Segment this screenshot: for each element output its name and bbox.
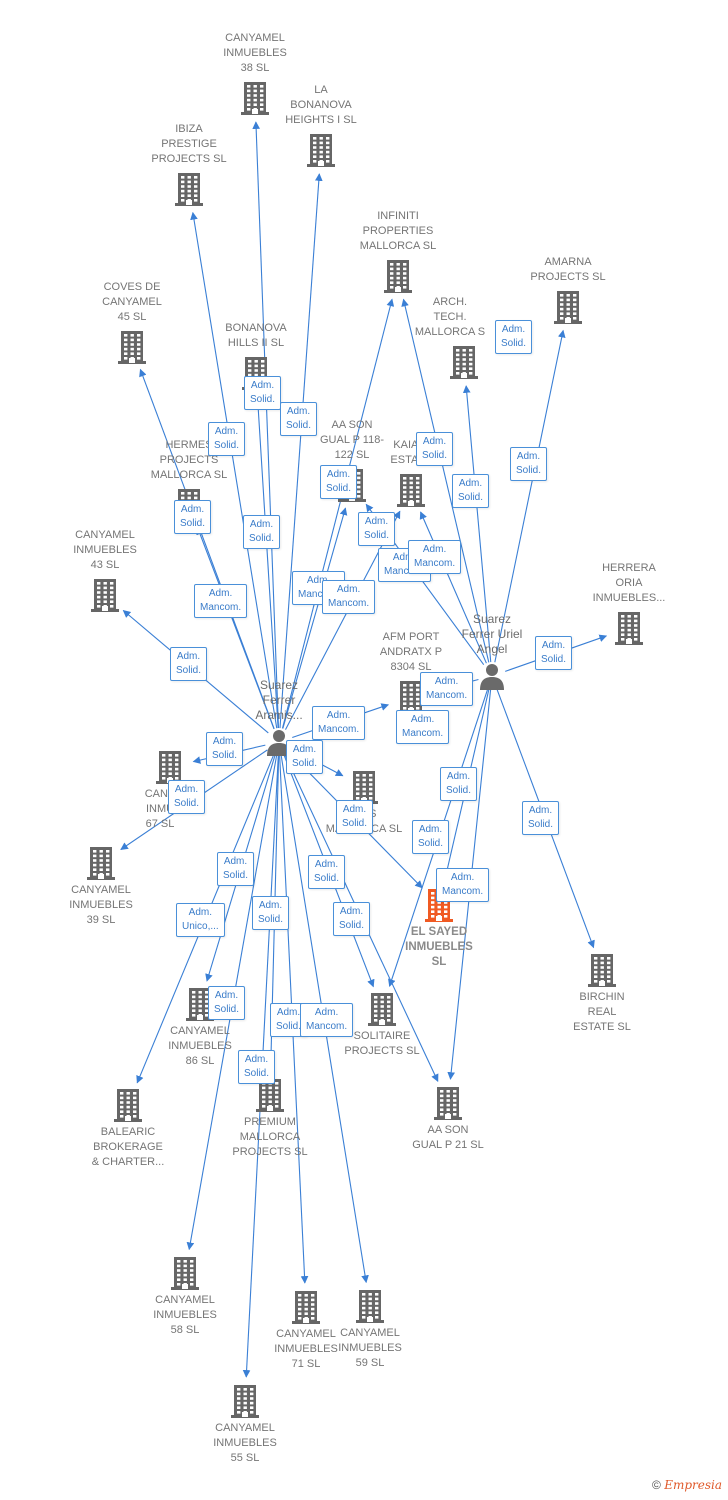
edge-aramis-bonanova2 xyxy=(254,396,279,729)
role-badge[interactable]: Adm. Unico,... xyxy=(176,903,225,937)
building-icon[interactable] xyxy=(303,132,339,168)
role-badge[interactable]: Adm. Solid. xyxy=(320,465,358,499)
role-badge[interactable]: Adm. Solid. xyxy=(208,422,246,456)
building-icon[interactable] xyxy=(288,1289,324,1325)
edge-uriel-arch xyxy=(462,385,492,663)
edge-uriel-kaia xyxy=(419,511,487,664)
edge-aramis-aason118 xyxy=(282,507,348,729)
building-icon[interactable] xyxy=(83,845,119,881)
role-badge[interactable]: Adm. Solid. xyxy=(208,986,246,1020)
role-badge[interactable]: Adm. Mancom. xyxy=(194,584,248,618)
edge-aramis-hermes xyxy=(196,526,275,730)
building-icon[interactable] xyxy=(364,991,400,1027)
edge-aramis-kaia xyxy=(285,510,401,730)
role-badge[interactable]: Adm. Solid. xyxy=(238,1050,276,1084)
building-icon[interactable] xyxy=(380,258,416,294)
copyright-symbol: © xyxy=(652,1478,661,1492)
edge-aramis-ibiza xyxy=(190,211,278,729)
role-badge[interactable]: Adm. Solid. xyxy=(522,801,560,835)
role-badge[interactable]: Adm. Solid. xyxy=(206,732,244,766)
building-icon[interactable] xyxy=(584,952,620,988)
building-icon[interactable] xyxy=(182,986,218,1022)
brand-name: Empresia xyxy=(664,1478,722,1492)
building-icon[interactable] xyxy=(430,1085,466,1121)
role-badge[interactable]: Adm. Solid. xyxy=(452,474,490,508)
role-badge[interactable]: Adm. Solid. xyxy=(243,515,281,549)
footer-brand: © Empresia xyxy=(652,1478,722,1492)
role-badge[interactable]: Adm. Mancom. xyxy=(420,672,474,706)
role-badge[interactable]: Adm. Solid. xyxy=(244,376,282,410)
edge-aramis-infiniti xyxy=(281,298,395,729)
role-badge[interactable]: Adm. Solid. xyxy=(280,402,318,436)
edge-uriel-amarna xyxy=(494,329,566,663)
building-icon[interactable] xyxy=(167,1255,203,1291)
building-icon[interactable] xyxy=(611,610,647,646)
role-badge[interactable]: Adm. Solid. xyxy=(510,447,548,481)
role-badge[interactable]: Adm. Solid. xyxy=(217,852,255,886)
role-badge[interactable]: Adm. Solid. xyxy=(174,500,212,534)
role-badge[interactable]: Adm. Mancom. xyxy=(322,580,376,614)
role-badge[interactable]: Adm. Solid. xyxy=(416,432,454,466)
building-icon[interactable] xyxy=(550,289,586,325)
edge-aramis-bonanova1 xyxy=(279,173,323,729)
role-badge[interactable]: Adm. Mancom. xyxy=(312,706,366,740)
role-badge[interactable]: Adm. Mancom. xyxy=(436,868,490,902)
person-icon[interactable] xyxy=(264,727,294,757)
role-badge[interactable]: Adm. Mancom. xyxy=(408,540,462,574)
building-icon[interactable] xyxy=(227,1383,263,1419)
role-badge[interactable]: Adm. Solid. xyxy=(440,767,478,801)
role-badge[interactable]: Adm. Solid. xyxy=(495,320,533,354)
role-badge[interactable]: Adm. Solid. xyxy=(535,636,573,670)
edge-aramis-cay38 xyxy=(252,121,280,729)
building-icon[interactable] xyxy=(252,1077,288,1113)
building-icon[interactable] xyxy=(87,577,123,613)
edge-uriel-infiniti xyxy=(401,298,490,663)
person-label-uriel[interactable]: Suarez Ferrer Uriel Angel xyxy=(461,612,523,656)
role-badge[interactable]: Adm. Solid. xyxy=(252,896,290,930)
role-badge[interactable]: Adm. Mancom. xyxy=(300,1003,354,1037)
role-badge[interactable]: Adm. Solid. xyxy=(168,780,206,814)
person-label-aramis[interactable]: Suarez Ferrer Aramis... xyxy=(255,678,303,722)
building-icon[interactable] xyxy=(114,329,150,365)
person-icon[interactable] xyxy=(477,661,507,691)
role-badge[interactable]: Adm. Solid. xyxy=(170,647,208,681)
role-badge[interactable]: Adm. Mancom. xyxy=(396,710,450,744)
role-badge[interactable]: Adm. Solid. xyxy=(336,800,374,834)
role-badge[interactable]: Adm. Solid. xyxy=(308,855,346,889)
building-icon[interactable] xyxy=(110,1087,146,1123)
building-icon[interactable] xyxy=(171,171,207,207)
building-icon[interactable] xyxy=(237,80,273,116)
role-badge[interactable]: Adm. Solid. xyxy=(412,820,450,854)
role-badge[interactable]: Adm. Solid. xyxy=(286,740,324,774)
building-icon[interactable] xyxy=(393,472,429,508)
role-badge[interactable]: Adm. Solid. xyxy=(333,902,371,936)
building-icon[interactable] xyxy=(352,1288,388,1324)
building-icon[interactable] xyxy=(446,344,482,380)
role-badge[interactable]: Adm. Solid. xyxy=(358,512,396,546)
